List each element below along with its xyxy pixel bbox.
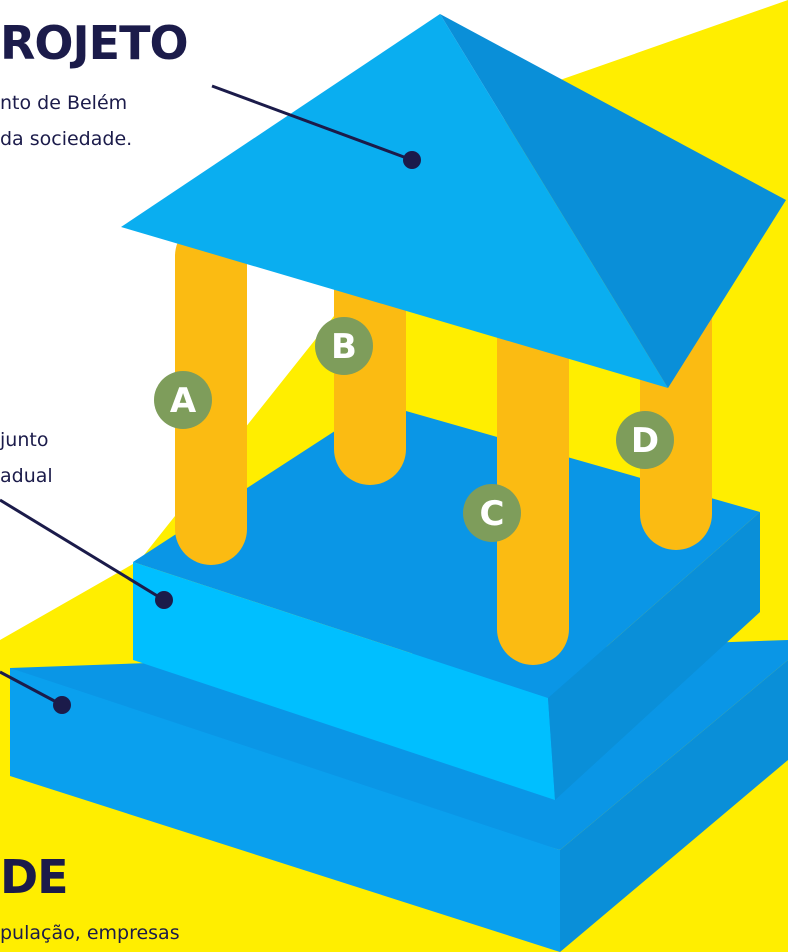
badge-d-label: D (631, 421, 659, 461)
caption-middle-line-1: junto (0, 429, 49, 451)
caption-top-line-2: da sociedade. (0, 128, 133, 150)
callout-line-foundation (0, 670, 63, 707)
platform-top-face (133, 403, 760, 698)
foundation-side-face (560, 660, 788, 952)
pillar-c (497, 290, 569, 665)
badge-d: D (616, 411, 674, 469)
heading-top: ROJETO (0, 16, 189, 70)
badge-b-label: B (331, 327, 357, 367)
badge-c: C (463, 484, 521, 542)
badge-a-label: A (170, 381, 197, 421)
callout-dot-roof (403, 151, 421, 169)
caption-middle-line-2: adual (0, 465, 53, 487)
caption-bottom-line-1: pulação, empresas (0, 922, 180, 944)
callout-line-roof (211, 84, 413, 162)
callout-line-platform (0, 498, 165, 602)
heading-bottom: DE (0, 850, 69, 904)
roof-right-face (440, 14, 786, 388)
badge-b: B (315, 317, 373, 375)
caption-top-line-1: nto de Belém (0, 92, 128, 114)
badge-a: A (154, 371, 212, 429)
platform-front-face (133, 562, 555, 800)
roof-left-face (121, 14, 668, 388)
foundation-front-face (10, 668, 560, 952)
callout-dot-foundation (53, 696, 71, 714)
badge-c-label: C (480, 494, 505, 534)
callout-dot-platform (155, 591, 173, 609)
platform-side-face (548, 512, 760, 800)
